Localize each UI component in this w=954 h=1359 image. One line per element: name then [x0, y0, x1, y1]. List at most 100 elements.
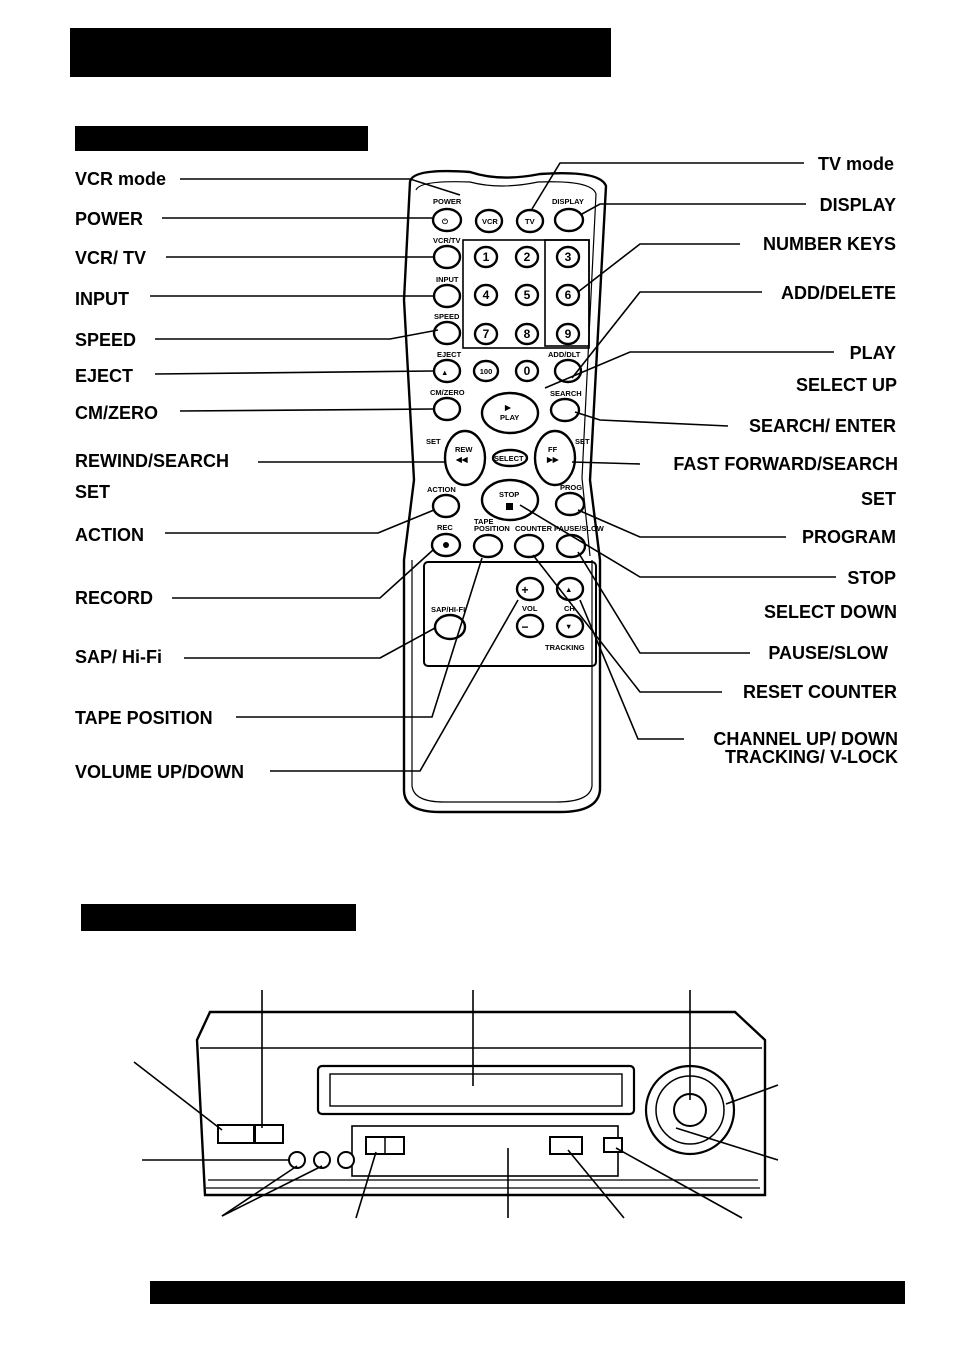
label-volume-up-down: VOLUME UP/DOWN: [75, 762, 244, 782]
input-button: [432, 283, 462, 309]
label-program: PROGRAM: [802, 527, 896, 547]
svg-text:CM/ZERO: CM/ZERO: [430, 388, 465, 397]
label-record: RECORD: [75, 588, 154, 608]
svg-text:INPUT: INPUT: [436, 275, 459, 284]
label-rewind-search: REWIND/SEARCH: [75, 451, 230, 471]
video-in-jack: [288, 1151, 306, 1169]
label-stop: STOP: [847, 568, 896, 588]
label-reset-counter: RESET COUNTER: [742, 682, 897, 702]
svg-text:2: 2: [524, 250, 531, 264]
label-action: ACTION: [75, 525, 144, 545]
label-cm-zero: CM/ZERO: [75, 403, 158, 423]
svg-text:▶▶: ▶▶: [546, 455, 560, 464]
svg-text:▲: ▲: [441, 368, 448, 377]
vol-down-button: [515, 613, 545, 639]
svg-text:TV: TV: [525, 217, 535, 226]
svg-text:SAP/HI-FI: SAP/HI-FI: [431, 605, 465, 614]
svg-text:POWER: POWER: [433, 197, 462, 206]
svg-text:3: 3: [565, 250, 572, 264]
label-set-right: SET: [860, 489, 896, 509]
svg-text:9: 9: [565, 327, 572, 341]
label-eject: EJECT: [75, 366, 134, 386]
select-button: [491, 448, 529, 468]
svg-text:STOP: STOP: [499, 490, 519, 499]
panel-power-button: [217, 1124, 255, 1144]
label-sap-hifi: SAP/ Hi-Fi: [75, 647, 163, 667]
svg-text:DISPLAY: DISPLAY: [552, 197, 584, 206]
svg-text:1: 1: [483, 250, 490, 264]
svg-text:POSITION: POSITION: [474, 524, 510, 533]
label-select-up: SELECT UP: [795, 375, 897, 395]
svg-text:SEARCH: SEARCH: [550, 389, 582, 398]
svg-text:EJECT: EJECT: [437, 350, 462, 359]
svg-text:4: 4: [483, 288, 490, 302]
label-display: DISPLAY: [819, 195, 896, 215]
vcr-button: [474, 208, 504, 234]
svg-text:PAUSE/SLOW: PAUSE/SLOW: [554, 524, 605, 533]
label-input: INPUT: [75, 289, 129, 309]
svg-text:8: 8: [524, 327, 531, 341]
svg-text:VCR: VCR: [482, 217, 498, 226]
right-leader-lines: [519, 162, 836, 740]
left-leader-lines: [150, 178, 519, 772]
label-power: POWER: [75, 209, 144, 229]
label-number-keys: NUMBER KEYS: [762, 234, 896, 254]
svg-text:0: 0: [524, 364, 531, 378]
svg-text:COUNTER: COUNTER: [515, 524, 553, 533]
label-tracking-v-lock: TRACKING/ V-LOCK: [725, 747, 898, 767]
svg-text:FF: FF: [548, 445, 558, 454]
stop-button: [480, 478, 540, 522]
audio-l-jack: [313, 1151, 331, 1169]
svg-text:TRACKING: TRACKING: [545, 643, 585, 652]
rew-button: [443, 429, 487, 487]
reset-counter-button: [513, 533, 545, 559]
panel-monitor-button: [254, 1124, 284, 1144]
vol-up-button: [515, 576, 545, 602]
svg-text:7: 7: [483, 327, 490, 341]
svg-text:▲: ▲: [565, 585, 572, 594]
label-pause-slow: PAUSE/SLOW: [768, 643, 888, 663]
eject-button: [432, 358, 462, 384]
display-button: [553, 207, 585, 233]
vcrtv-button: [432, 244, 462, 270]
label-speed: SPEED: [75, 330, 137, 350]
cmzero-button: [432, 396, 462, 422]
label-select-down: SELECT DOWN: [764, 602, 897, 622]
front-panel-leader-lines: [133, 990, 779, 1219]
svg-text:⏻: ⏻: [442, 217, 449, 226]
svg-text:6: 6: [565, 288, 572, 302]
play-button: [480, 391, 540, 435]
sap-hifi-button: [433, 613, 467, 641]
svg-text:100: 100: [480, 367, 493, 376]
svg-text:ACTION: ACTION: [427, 485, 456, 494]
label-fast-forward-search: FAST FORWARD/SEARCH: [673, 454, 898, 474]
panel-stop-eject-button: [549, 1136, 583, 1155]
svg-text:REW: REW: [455, 445, 473, 454]
title-bar: [70, 28, 611, 77]
svg-text:−: −: [521, 620, 528, 634]
svg-text:ADD/DLT: ADD/DLT: [548, 350, 581, 359]
power-button: [431, 207, 463, 233]
label-set-left: SET: [75, 482, 111, 502]
svg-text:PLAY: PLAY: [500, 413, 519, 422]
tv-button: [515, 208, 545, 234]
label-tv-mode: TV mode: [817, 154, 894, 174]
adddlt-button: [553, 358, 583, 384]
svg-text:VOL: VOL: [522, 604, 538, 613]
number-keypad: 1 2 3 4 5 6 7 8 9 100 0: [472, 245, 581, 383]
svg-text:CH: CH: [564, 604, 575, 613]
svg-text:VCR/TV: VCR/TV: [433, 236, 461, 245]
svg-text:REC: REC: [437, 523, 453, 532]
svg-text:TAPE: TAPE: [474, 517, 493, 526]
svg-text:5: 5: [524, 288, 531, 302]
svg-text:SELECT: SELECT: [494, 454, 524, 463]
svg-text:SPEED: SPEED: [434, 312, 460, 321]
tape-position-button: [472, 533, 504, 559]
svg-text:▶: ▶: [504, 403, 512, 412]
label-vcr-mode: VCR mode: [75, 169, 167, 189]
search-button: [549, 397, 581, 423]
ch-down-button: [555, 613, 585, 639]
svg-text:PROG: PROG: [560, 483, 582, 492]
